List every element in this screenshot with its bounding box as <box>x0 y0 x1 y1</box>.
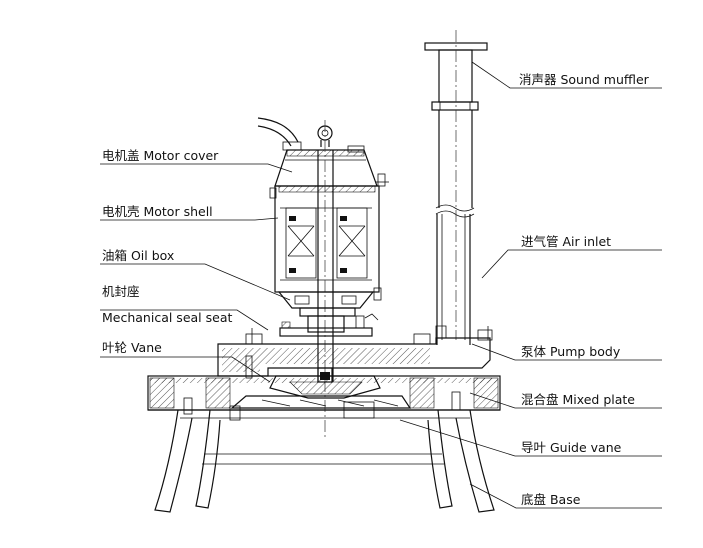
label-mechanical-seal-en: Mechanical seal seat <box>102 310 232 325</box>
leader-lines <box>100 61 662 509</box>
label-pump-body: 泵体 Pump body <box>521 344 621 359</box>
oil-box <box>277 291 375 317</box>
label-air-inlet: 进气管 Air inlet <box>521 234 611 249</box>
label-motor-shell: 电机壳 Motor shell <box>102 204 213 219</box>
guide-vane <box>230 395 412 419</box>
motor-shell <box>269 120 389 440</box>
label-mixed-plate: 混合盘 Mixed plate <box>521 392 635 407</box>
label-mechanical-seal-cn: 机封座 <box>102 284 140 299</box>
pump-body <box>217 325 493 379</box>
label-sound-muffler: 消声器 Sound muffler <box>519 72 650 87</box>
label-oil-box: 油箱 Oil box <box>102 248 174 263</box>
mixed-plate <box>147 375 501 421</box>
label-guide-vane: 导叶 Guide vane <box>521 440 622 455</box>
label-motor-cover: 电机盖 Motor cover <box>102 148 219 163</box>
mechanical-seal-seat <box>279 313 379 337</box>
air-inlet-pipe <box>435 30 475 345</box>
label-vane: 叶轮 Vane <box>102 340 162 355</box>
label-base: 底盘 Base <box>521 492 581 507</box>
base <box>154 409 495 513</box>
